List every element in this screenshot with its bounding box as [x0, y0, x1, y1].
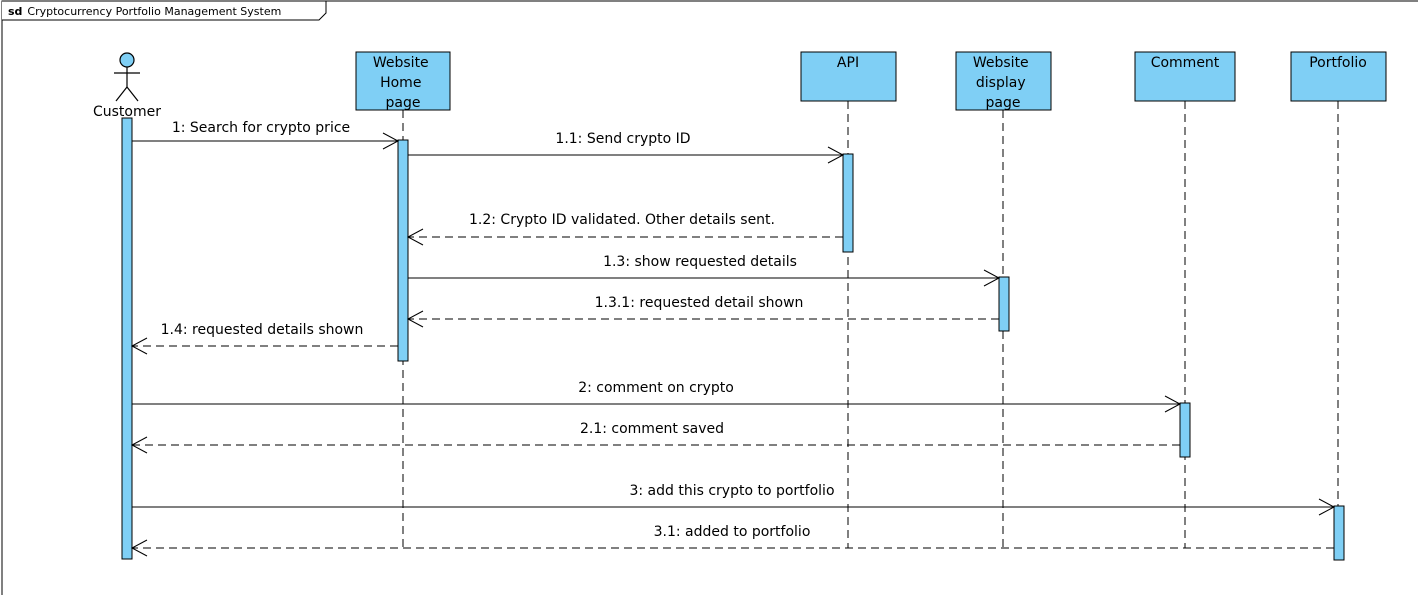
- activation-bar-home: [397, 139, 409, 362]
- message-label-1-2: 1.2: Crypto ID validated. Other details …: [469, 212, 775, 228]
- lifeline-box: [955, 51, 1052, 111]
- open-arrowhead-icon: [130, 337, 148, 355]
- activation-bar-display: [998, 276, 1010, 332]
- open-arrowhead-icon: [406, 228, 424, 246]
- message-label-2: 2: comment on crypto: [578, 380, 734, 396]
- frame-title: sd Cryptocurrency Portfolio Management Sy…: [8, 5, 281, 18]
- message-label-1-4: 1.4: requested details shown: [161, 322, 364, 338]
- message-3-1: [130, 539, 1334, 557]
- frame-title-text: Cryptocurrency Portfolio Management Syst…: [27, 5, 281, 18]
- open-arrowhead-icon: [382, 132, 400, 150]
- activation-bar-comment: [1179, 402, 1191, 458]
- activation-bars: [121, 117, 1345, 561]
- lifeline-box: [1134, 51, 1236, 102]
- stick-figure-icon: [114, 52, 140, 102]
- open-arrowhead-icon: [130, 539, 148, 557]
- message-label-1-3-1: 1.3.1: requested detail shown: [595, 295, 804, 311]
- message-1-3-1: [406, 310, 999, 328]
- lifeline-portfolio: Portfolio: [1290, 51, 1387, 102]
- lifeline-display: Website display page: [955, 51, 1052, 111]
- lifeline-label: Portfolio: [1309, 55, 1367, 71]
- message-label-3: 3: add this crypto to portfolio: [629, 483, 834, 499]
- activation-bar-api: [842, 153, 854, 253]
- open-arrowhead-icon: [983, 269, 1001, 287]
- lifeline-api: API: [800, 51, 897, 102]
- lifeline-label-line: page: [986, 95, 1021, 111]
- lifeline-box: [800, 51, 897, 102]
- open-arrowhead-icon: [1164, 395, 1182, 413]
- message-label-2-1: 2.1: comment saved: [580, 421, 724, 437]
- lifeline-label-line: display: [976, 75, 1026, 91]
- frame-title-tab: [2, 0, 327, 21]
- message-label-3-1: 3.1: added to portfolio: [654, 524, 811, 540]
- message-2: [132, 395, 1182, 413]
- lifeline-label-line: Website: [973, 55, 1029, 71]
- message-1: [132, 132, 400, 150]
- message-label-1-1: 1.1: Send crypto ID: [555, 131, 690, 147]
- message-label-1-3: 1.3: show requested details: [603, 254, 797, 270]
- message-1-1: [408, 146, 845, 164]
- open-arrowhead-icon: [1318, 498, 1336, 516]
- lifeline-label-line: Home: [380, 75, 421, 91]
- messages: [130, 132, 1336, 557]
- lifeline-home: Website Home page: [355, 51, 451, 111]
- open-arrowhead-icon: [406, 310, 424, 328]
- lifeline-box: [355, 51, 451, 111]
- lifeline-label: Website display page: [973, 55, 1033, 111]
- actor-customer: Customer: [93, 52, 161, 120]
- activation-bar-portfolio: [1333, 505, 1345, 561]
- message-1-4: [130, 337, 398, 355]
- lifeline-comment: Comment: [1134, 51, 1236, 102]
- lifeline-label-line: page: [386, 95, 421, 111]
- lifeline-label: Comment: [1151, 55, 1220, 71]
- lifeline-label: API: [837, 55, 859, 71]
- actor-name: Customer: [93, 104, 161, 120]
- frame-keyword: sd: [8, 5, 22, 18]
- message-1-3: [408, 269, 1001, 287]
- open-arrowhead-icon: [130, 436, 148, 454]
- open-arrowhead-icon: [827, 146, 845, 164]
- message-1-2: [406, 228, 843, 246]
- message-2-1: [130, 436, 1180, 454]
- message-3: [132, 498, 1336, 516]
- lifeline-label-line: Website: [373, 55, 429, 71]
- message-label-1: 1: Search for crypto price: [172, 120, 350, 136]
- message-labels: 1: Search for crypto price 1.1: Send cry…: [161, 120, 835, 540]
- lifeline-box: [1290, 51, 1387, 102]
- lifeline-label: Website Home page: [373, 55, 433, 111]
- activation-bar-customer: [121, 117, 133, 560]
